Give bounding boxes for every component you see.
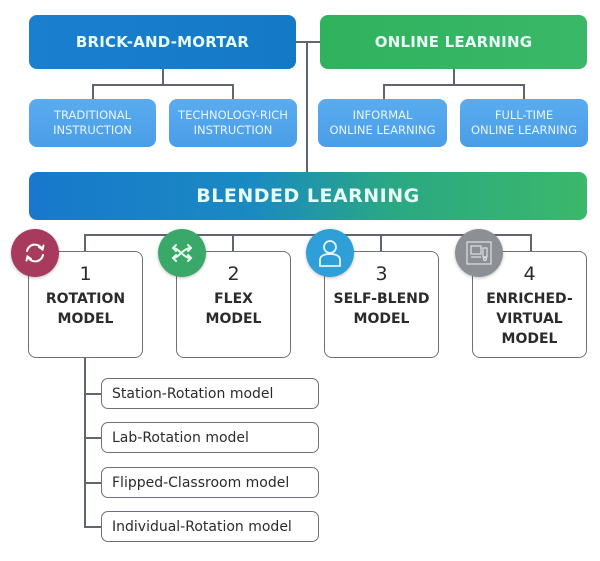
sub-box-line: INSTRUCTION <box>53 123 132 137</box>
connector-model-1 <box>84 234 86 252</box>
sub-box-line: TECHNOLOGY-RICH <box>178 108 288 122</box>
submodel-label: Individual-Rotation model <box>112 518 292 535</box>
model-name-line: ROTATION <box>45 291 126 307</box>
flipped-classroom-model-item: Flipped-Classroom model <box>101 467 319 498</box>
traditional-instruction-box: TRADITIONAL INSTRUCTION <box>29 99 156 147</box>
connector-brick-online <box>296 41 320 43</box>
model-name-line: ENRICHED- <box>486 291 573 307</box>
technology-rich-instruction-box: TECHNOLOGY-RICH INSTRUCTION <box>169 99 297 147</box>
connector-online-horizontal <box>383 84 525 86</box>
brick-and-mortar-box: BRICK-AND-MORTAR <box>29 15 296 69</box>
submodel-label: Lab-Rotation model <box>112 429 249 446</box>
online-learning-label: ONLINE LEARNING <box>374 33 533 51</box>
sub-box-line: FULL-TIME <box>494 108 554 122</box>
connector-sub-1 <box>84 393 102 395</box>
brick-and-mortar-label: BRICK-AND-MORTAR <box>75 33 250 51</box>
model-name-line: FLEX <box>214 291 253 307</box>
submodel-label: Station-Rotation model <box>112 385 274 402</box>
online-learning-box: ONLINE LEARNING <box>320 15 587 69</box>
full-time-online-learning-box: FULL-TIME ONLINE LEARNING <box>460 99 588 147</box>
connector-main-vertical <box>306 41 308 173</box>
sub-box-line: ONLINE LEARNING <box>329 123 436 137</box>
model-name-line: MODEL <box>353 311 410 327</box>
connector-sub-2 <box>84 437 102 439</box>
blended-learning-box: BLENDED LEARNING <box>29 172 587 220</box>
connector-model-2 <box>232 234 234 252</box>
connector-online-left <box>383 84 385 100</box>
model-name-line: MODEL <box>57 311 114 327</box>
self-blend-model-box: 3 SELF-BLEND MODEL <box>324 251 439 358</box>
lab-rotation-model-item: Lab-Rotation model <box>101 422 319 453</box>
model-number: 2 <box>227 263 240 285</box>
model-name-line: VIRTUAL <box>496 311 563 327</box>
connector-brick-left <box>92 84 94 100</box>
shuffle-arrows-icon <box>158 229 206 277</box>
rotate-arrows-icon <box>11 229 59 277</box>
informal-online-learning-box: INFORMAL ONLINE LEARNING <box>318 99 447 147</box>
model-name-line: MODEL <box>501 331 558 347</box>
sub-box-line: INSTRUCTION <box>193 123 273 137</box>
connector-model-3 <box>380 234 382 252</box>
connector-brick-down <box>162 68 164 85</box>
sub-box-line: ONLINE LEARNING <box>470 123 577 137</box>
connector-brick-right <box>232 84 234 100</box>
model-number: 3 <box>375 263 388 285</box>
connector-online-down <box>453 68 455 85</box>
model-name-line: SELF-BLEND <box>333 291 430 307</box>
connector-sub-3 <box>84 482 102 484</box>
model-number: 4 <box>523 263 536 285</box>
sub-box-line: TRADITIONAL <box>53 108 131 122</box>
sub-box-line: INFORMAL <box>352 108 413 122</box>
station-rotation-model-item: Station-Rotation model <box>101 378 319 409</box>
connector-rotation-vertical <box>84 357 86 528</box>
model-name-line: MODEL <box>205 311 262 327</box>
computer-screen-icon <box>455 229 503 277</box>
connector-online-right <box>523 84 525 100</box>
person-icon <box>306 229 354 277</box>
connector-sub-4 <box>84 526 102 528</box>
connector-models-horizontal <box>84 234 532 236</box>
individual-rotation-model-item: Individual-Rotation model <box>101 511 319 542</box>
blended-learning-label: BLENDED LEARNING <box>196 185 420 207</box>
model-number: 1 <box>79 263 92 285</box>
connector-model-4 <box>530 234 532 252</box>
connector-brick-horizontal <box>92 84 234 86</box>
submodel-label: Flipped-Classroom model <box>112 474 290 491</box>
